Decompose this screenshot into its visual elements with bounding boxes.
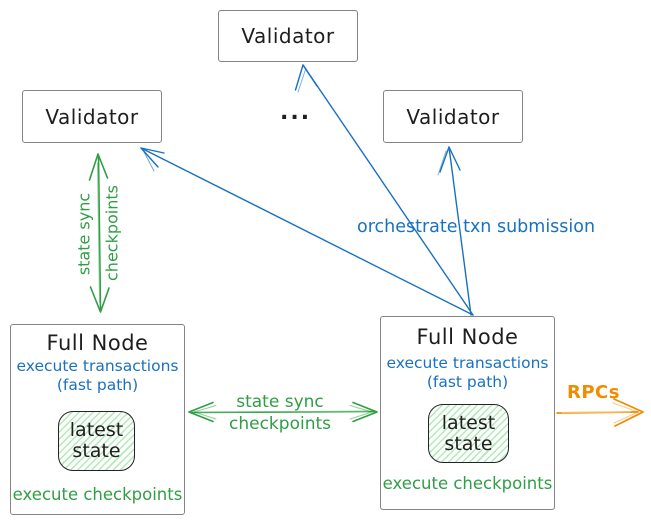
latest-state-left-line2: state [72,440,121,462]
validator-box-left: Validator [22,90,162,143]
full-node-left-note-line1: execute transactions [16,357,179,375]
full-node-left-footer: execute checkpoints [12,485,183,504]
latest-state-right-line2: state [444,432,493,455]
orchestrate-label: orchestrate txn submission [357,217,596,237]
full-node-right-note-line1: execute transactions [386,354,549,372]
latest-state-right-line1: latest [441,411,496,434]
latest-state-left-line1: latest [69,419,124,441]
validator-box-top: Validator [218,10,358,62]
full-node-left-note-line2: (fast path) [56,376,139,394]
full-node-box-left: Full Node execute transactions (fast pat… [10,324,185,515]
validator-left-label: Validator [45,104,139,129]
orchestrate-arrows [140,64,474,316]
state-sync-horizontal-label-line1: state sync [236,392,324,412]
full-node-right-title: Full Node [416,325,519,349]
full-node-box-right: Full Node execute transactions (fast pat… [380,316,555,510]
full-node-right-footer: execute checkpoints [382,474,553,493]
full-node-left-title: Full Node [46,331,149,355]
validator-top-label: Validator [241,24,335,48]
latest-state-box-right: latest state [428,404,509,463]
state-sync-horizontal-label: state sync checkpoints [229,392,331,435]
validator-box-right: Validator [383,90,523,143]
rpcs-arrow [556,398,644,427]
latest-state-box-left: latest state [58,411,135,471]
state-sync-horizontal-arrow [188,401,378,423]
state-sync-vertical-arrow [88,153,110,313]
state-sync-vertical-label-line1: state sync [74,192,94,276]
validator-right-label: Validator [406,104,500,129]
state-sync-vertical-label-line2: checkpoints [102,185,122,281]
state-sync-horizontal-label-line2: checkpoints [229,413,331,434]
full-node-right-note-line2: (fast path) [426,373,509,391]
rpcs-label: RPCs [567,382,620,403]
validators-ellipsis: ... [280,100,312,125]
